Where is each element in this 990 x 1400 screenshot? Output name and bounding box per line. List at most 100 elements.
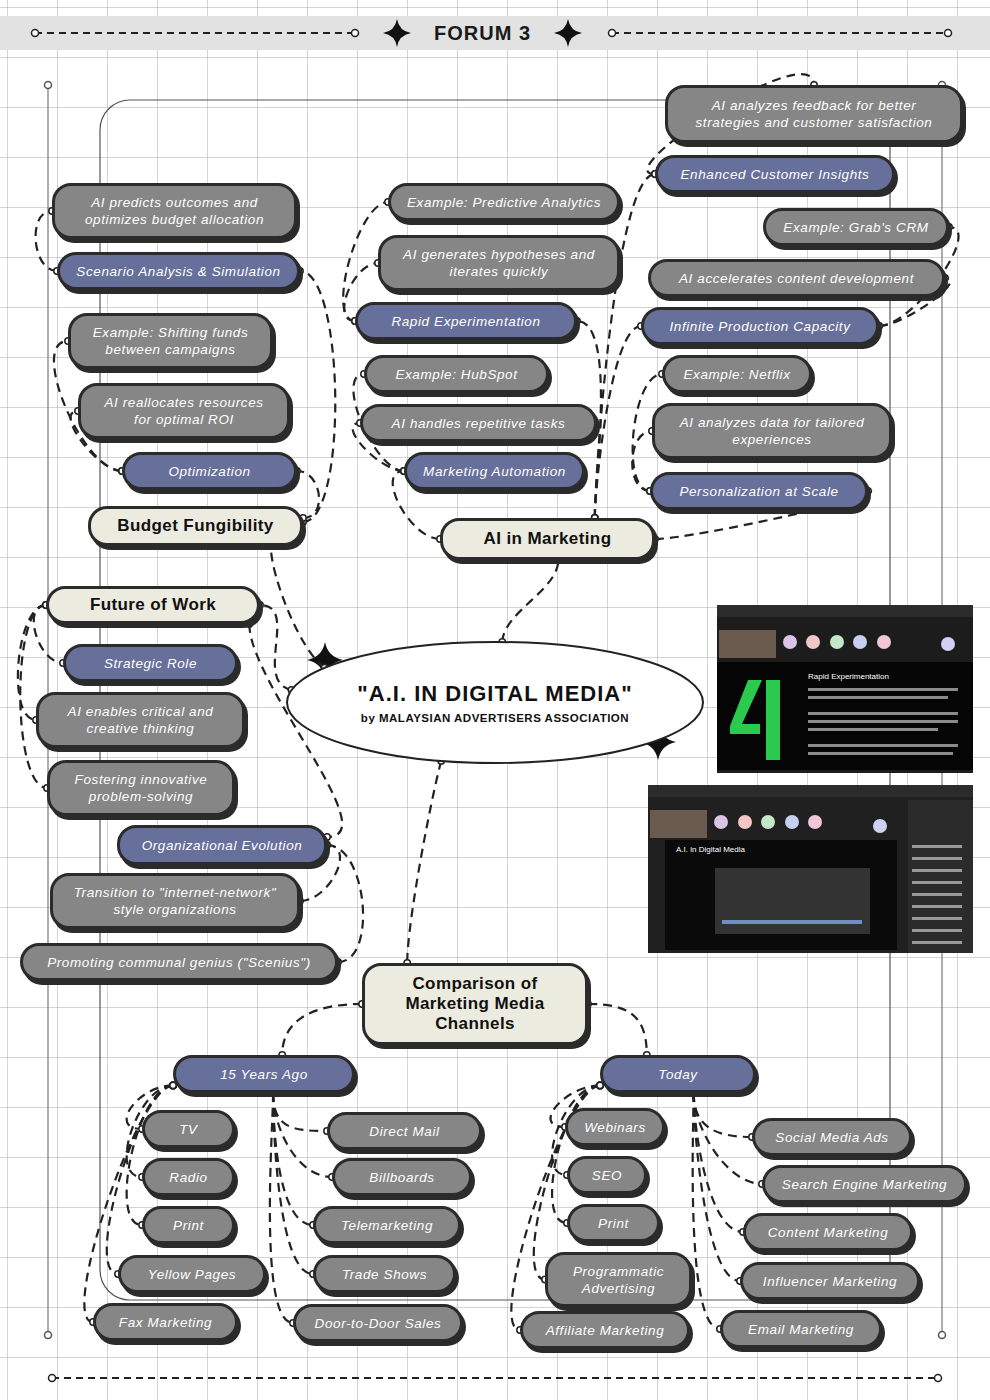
node-label: Example: Predictive Analytics: [407, 194, 601, 211]
detail-pill: Direct Mail: [327, 1112, 482, 1150]
screenshot-frame: [648, 785, 973, 953]
detail-pill: Example: Shifting funds between campaign…: [68, 313, 273, 369]
dashed-connector: [273, 1093, 327, 1131]
detail-pill: Example: HubSpot: [364, 355, 549, 393]
participant-row: [912, 881, 962, 884]
detail-pill: Telemarketing: [313, 1206, 461, 1244]
avatar: [714, 815, 728, 829]
main-title: "A.I. IN DIGITAL MEDIA": [357, 681, 632, 707]
window-bar: [648, 785, 973, 797]
node-label: Social Media Ads: [775, 1129, 888, 1146]
avatar: [830, 635, 844, 649]
detail-pill: Affiliate Marketing: [520, 1311, 690, 1349]
detail-pill: Fax Marketing: [93, 1303, 238, 1341]
node-label: Telemarketing: [341, 1217, 433, 1234]
node-label: Trade Shows: [342, 1266, 427, 1283]
participant-row: [912, 869, 962, 872]
dashed-connector: [282, 1004, 362, 1055]
node-label: Affiliate Marketing: [546, 1322, 665, 1339]
rule-dot: [939, 1332, 946, 1339]
participants-panel: [908, 800, 973, 953]
subtopic-pill: Today: [600, 1055, 756, 1093]
window-bar: [717, 605, 973, 617]
subtopic-pill: Infinite Production Capacity: [641, 307, 879, 345]
node-label: Search Engine Marketing: [782, 1176, 947, 1193]
node-label: Print: [173, 1217, 204, 1234]
detail-pill: Content Marketing: [743, 1213, 913, 1251]
rule-dot: [609, 30, 616, 37]
dashed-connector: [270, 1093, 293, 1323]
node-label: AI predicts outcomes and optimizes budge…: [70, 194, 279, 228]
node-label: Strategic Role: [104, 655, 197, 672]
screenshot-caption: A.I. in Digital Media: [676, 845, 745, 854]
detail-pill: AI accelerates content development: [648, 259, 945, 297]
participant-row: [912, 929, 962, 932]
screenshot-frame: [717, 605, 973, 773]
node-label: AI in Marketing: [484, 529, 612, 549]
node-label: Example: HubSpot: [395, 366, 517, 383]
dashed-connector: [595, 174, 655, 518]
node-label: Example: Grab's CRM: [783, 219, 928, 236]
detail-pill: Example: Grab's CRM: [763, 208, 949, 246]
detail-pill: SEO: [567, 1156, 647, 1194]
node-label: Content Marketing: [768, 1224, 889, 1241]
node-label: AI generates hypotheses and iterates qui…: [396, 246, 602, 280]
detail-pill: AI predicts outcomes and optimizes budge…: [52, 183, 297, 239]
avatar: [873, 819, 887, 833]
subtopic-pill: Personalization at Scale: [650, 472, 868, 510]
rule-dot: [45, 82, 52, 89]
detail-pill: Influencer Marketing: [740, 1262, 920, 1300]
subtitle: by MALAYSIAN ADVERTISERS ASSOCIATION: [361, 711, 629, 725]
detail-pill: Example: Predictive Analytics: [388, 183, 620, 221]
node-label: Enhanced Customer Insights: [681, 166, 870, 183]
ellipse-shape: [287, 642, 703, 763]
node-label: SEO: [592, 1167, 622, 1184]
node-label: AI reallocates resources for optimal ROI: [96, 394, 272, 428]
node-label: Optimization: [168, 463, 250, 480]
node-label: Infinite Production Capacity: [669, 318, 850, 335]
node-label: Scenario Analysis & Simulation: [76, 263, 280, 280]
participant-row: [912, 857, 962, 860]
node-label: Influencer Marketing: [763, 1273, 897, 1290]
dashed-connector: [502, 560, 558, 642]
detail-pill: Print: [142, 1206, 235, 1244]
node-label: Personalization at Scale: [679, 483, 838, 500]
detail-pill: AI generates hypotheses and iterates qui…: [378, 235, 620, 291]
detail-pill: AI analyzes feedback for better strategi…: [665, 85, 963, 143]
subtopic-pill: Strategic Role: [63, 644, 238, 682]
node-label: Fostering innovative problem-solving: [65, 771, 217, 805]
node-label: Marketing Automation: [423, 463, 566, 480]
node-label: AI analyzes feedback for better strategi…: [683, 97, 945, 131]
rule-dot: [945, 30, 952, 37]
node-label: Direct Mail: [369, 1123, 439, 1140]
slide-text-line: [808, 752, 953, 755]
topic-pill: Future of Work: [46, 586, 260, 624]
node-label: 15 Years Ago: [220, 1066, 308, 1083]
dashed-rule: [35, 32, 355, 34]
subtopic-pill: 15 Years Ago: [173, 1055, 355, 1093]
node-label: Radio: [169, 1169, 207, 1186]
rule-dot: [45, 1332, 52, 1339]
node-label: Example: Netflix: [683, 366, 790, 383]
dashed-connector: [632, 431, 652, 491]
page-title: FORUM 3: [434, 22, 531, 45]
dashed-connector: [407, 761, 441, 963]
participant-row: [912, 917, 962, 920]
detail-pill: Webinars: [565, 1108, 665, 1146]
avatar: [808, 815, 822, 829]
avatar: [877, 635, 891, 649]
slide-text-line: [808, 720, 958, 723]
node-label: Yellow Pages: [148, 1266, 236, 1283]
channel-4-logo: [730, 680, 762, 734]
rule-dot: [49, 1375, 56, 1382]
slide-text-line: [808, 696, 948, 699]
detail-pill: Yellow Pages: [118, 1255, 266, 1293]
dashed-connector: [297, 471, 319, 518]
slide-text-line: [808, 744, 958, 747]
slide: [717, 662, 973, 770]
dashed-connector: [273, 1093, 313, 1274]
node-label: TV: [179, 1121, 197, 1138]
node-label: Comparison of Marketing Media Channels: [380, 974, 570, 1034]
detail-pill: Radio: [142, 1158, 235, 1196]
subtopic-pill: Scenario Analysis & Simulation: [57, 252, 300, 290]
